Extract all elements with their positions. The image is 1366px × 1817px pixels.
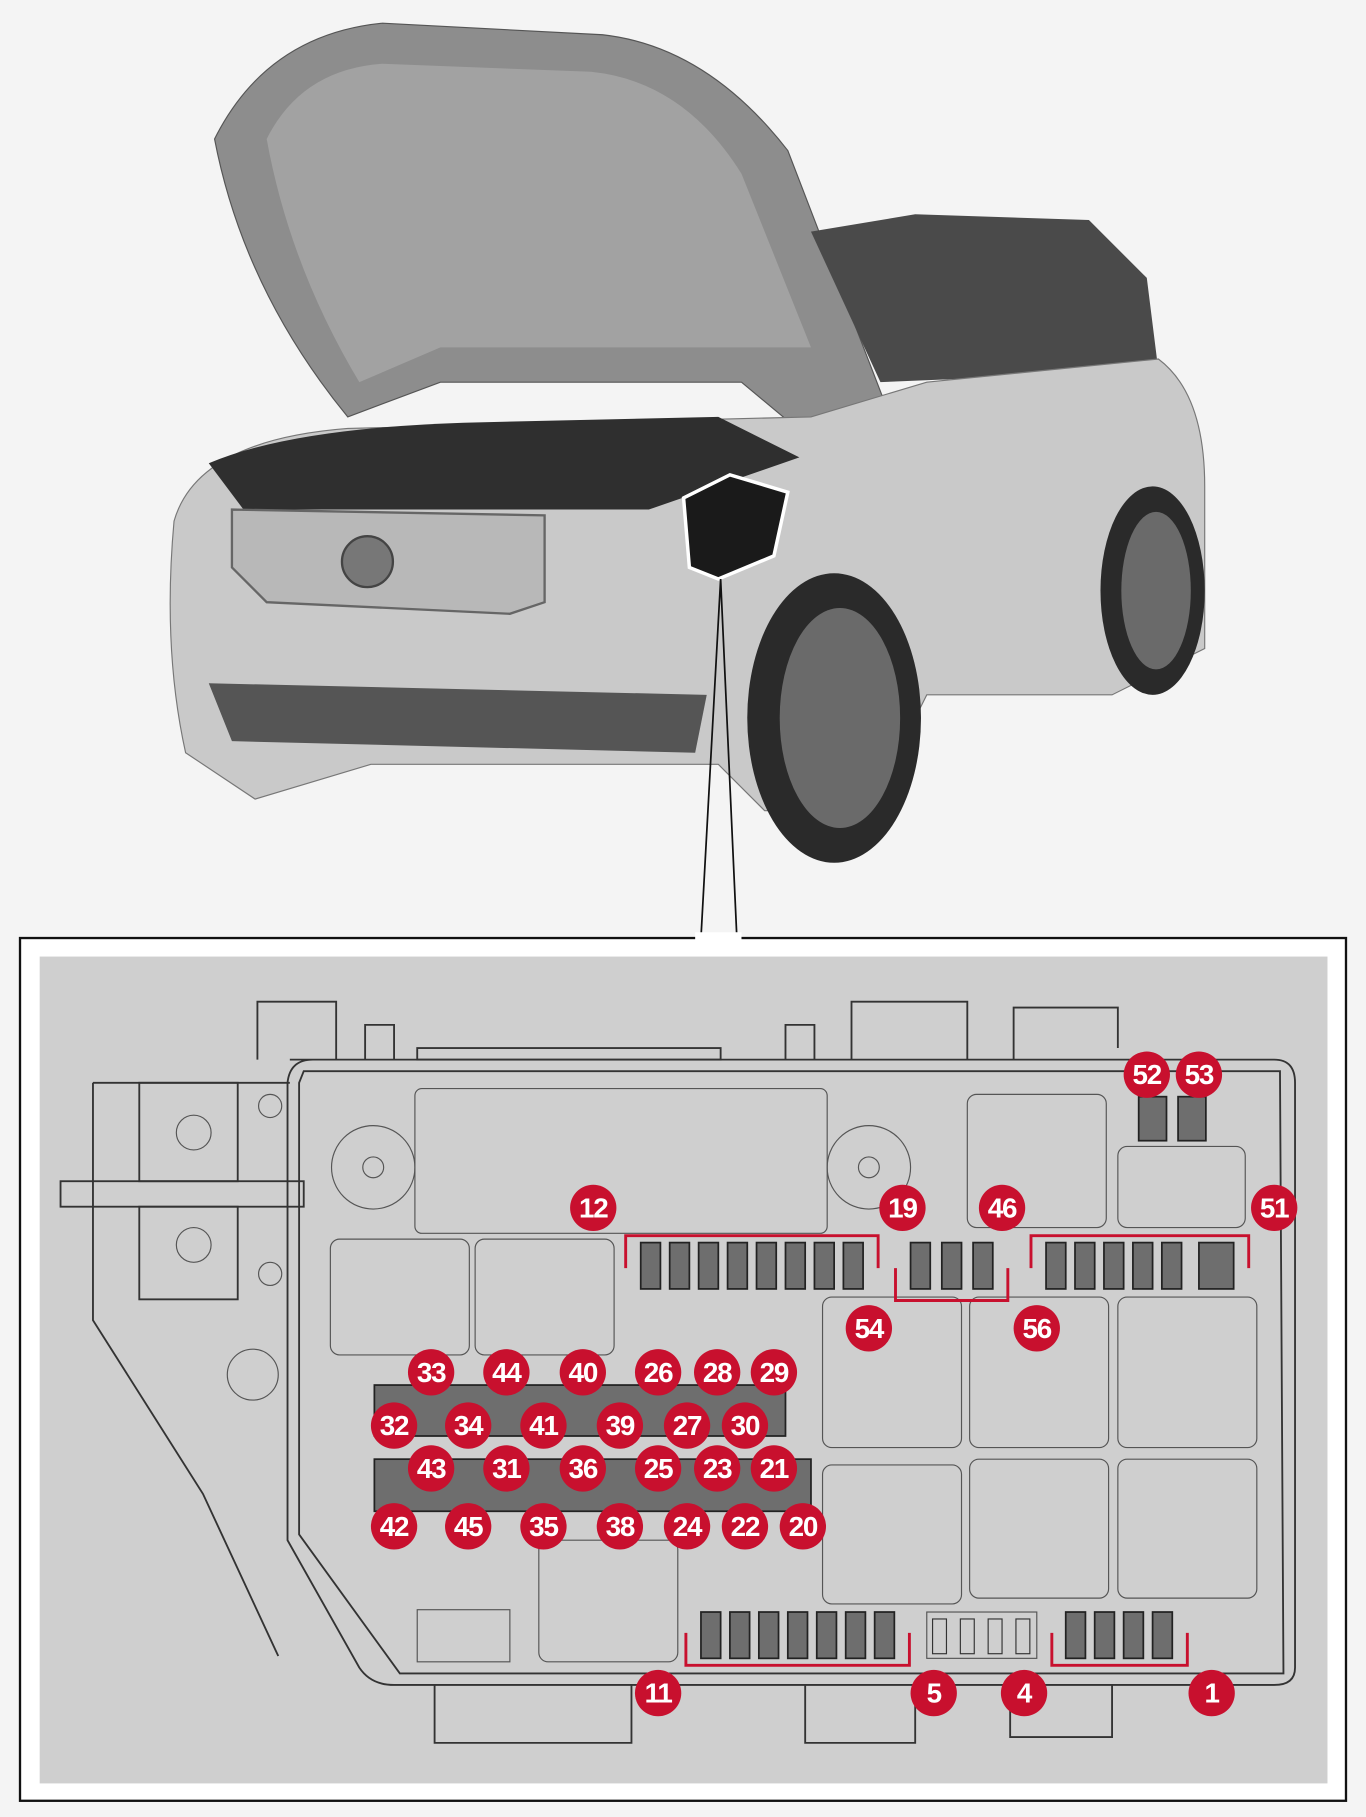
svg-text:41: 41 bbox=[529, 1410, 558, 1441]
callout-line bbox=[700, 578, 738, 939]
svg-text:11: 11 bbox=[645, 1678, 673, 1709]
badge-31: 31 bbox=[483, 1445, 530, 1492]
svg-text:39: 39 bbox=[606, 1410, 635, 1441]
badge-40: 40 bbox=[559, 1349, 606, 1396]
badge-28: 28 bbox=[694, 1349, 741, 1396]
svg-text:35: 35 bbox=[529, 1511, 558, 1542]
svg-text:36: 36 bbox=[569, 1453, 598, 1484]
group-brackets bbox=[624, 1234, 1251, 1667]
badge-34: 34 bbox=[445, 1402, 492, 1449]
badge-23: 23 bbox=[694, 1445, 741, 1492]
badge-51: 51 bbox=[1251, 1184, 1298, 1232]
svg-text:54: 54 bbox=[855, 1313, 885, 1344]
badge-53: 53 bbox=[1175, 1051, 1223, 1098]
svg-text:4: 4 bbox=[1017, 1678, 1033, 1709]
badge-5: 5 bbox=[910, 1669, 957, 1717]
svg-text:24: 24 bbox=[673, 1511, 703, 1542]
badge-33: 33 bbox=[407, 1349, 455, 1396]
badge-19: 19 bbox=[879, 1184, 926, 1232]
svg-text:33: 33 bbox=[417, 1357, 446, 1388]
car-roof-windows bbox=[810, 214, 1159, 383]
svg-text:53: 53 bbox=[1185, 1059, 1214, 1090]
badge-54: 54 bbox=[845, 1305, 893, 1352]
badge-35: 35 bbox=[520, 1503, 567, 1550]
badge-30: 30 bbox=[721, 1402, 769, 1449]
badge-42: 42 bbox=[370, 1503, 418, 1550]
svg-text:29: 29 bbox=[760, 1357, 789, 1388]
svg-text:42: 42 bbox=[380, 1511, 409, 1542]
badge-11: 11 bbox=[634, 1669, 682, 1717]
badge-39: 39 bbox=[596, 1402, 644, 1449]
badge-45: 45 bbox=[445, 1503, 492, 1550]
svg-text:44: 44 bbox=[492, 1357, 522, 1388]
svg-text:30: 30 bbox=[731, 1410, 760, 1441]
svg-text:56: 56 bbox=[1022, 1313, 1051, 1344]
svg-text:45: 45 bbox=[454, 1511, 483, 1542]
svg-text:20: 20 bbox=[789, 1511, 818, 1542]
svg-text:23: 23 bbox=[703, 1453, 732, 1484]
svg-text:25: 25 bbox=[644, 1453, 673, 1484]
svg-text:21: 21 bbox=[760, 1453, 789, 1484]
badge-26: 26 bbox=[634, 1349, 682, 1396]
svg-text:5: 5 bbox=[927, 1678, 942, 1709]
badge-44: 44 bbox=[483, 1349, 530, 1396]
badge-25: 25 bbox=[634, 1445, 682, 1492]
badge-24: 24 bbox=[663, 1503, 711, 1550]
svg-text:32: 32 bbox=[380, 1410, 409, 1441]
svg-text:43: 43 bbox=[417, 1453, 446, 1484]
badge-38: 38 bbox=[596, 1503, 644, 1550]
car-illustration bbox=[169, 22, 1206, 939]
fuse-number-badges: 12 19 46 51 52 53 54 56 33 44 40 26 28 2… bbox=[370, 1051, 1298, 1717]
svg-text:22: 22 bbox=[731, 1511, 760, 1542]
svg-text:38: 38 bbox=[606, 1511, 635, 1542]
badge-27: 27 bbox=[663, 1402, 711, 1449]
badge-36: 36 bbox=[559, 1445, 606, 1492]
svg-text:19: 19 bbox=[888, 1192, 917, 1223]
fuse-box-outline bbox=[59, 1000, 1296, 1744]
badge-1: 1 bbox=[1188, 1669, 1235, 1717]
svg-text:1: 1 bbox=[1205, 1678, 1220, 1709]
volvo-logo bbox=[340, 535, 395, 589]
badge-4: 4 bbox=[1000, 1669, 1048, 1717]
badge-32: 32 bbox=[370, 1402, 418, 1449]
badge-56: 56 bbox=[1013, 1305, 1060, 1352]
badge-12: 12 bbox=[570, 1184, 617, 1232]
svg-text:34: 34 bbox=[454, 1410, 484, 1441]
badge-20: 20 bbox=[779, 1503, 827, 1550]
svg-text:26: 26 bbox=[644, 1357, 673, 1388]
svg-text:51: 51 bbox=[1260, 1192, 1289, 1223]
badge-22: 22 bbox=[721, 1503, 769, 1550]
car-engine-bay bbox=[208, 416, 800, 510]
svg-text:28: 28 bbox=[703, 1357, 732, 1388]
svg-text:12: 12 bbox=[579, 1192, 608, 1223]
badge-46: 46 bbox=[978, 1184, 1026, 1232]
badge-21: 21 bbox=[750, 1445, 798, 1492]
svg-text:27: 27 bbox=[673, 1410, 702, 1441]
svg-text:52: 52 bbox=[1133, 1059, 1162, 1090]
badge-41: 41 bbox=[520, 1402, 567, 1449]
svg-text:46: 46 bbox=[988, 1192, 1017, 1223]
badge-43: 43 bbox=[407, 1445, 455, 1492]
svg-text:40: 40 bbox=[569, 1357, 598, 1388]
fuse-box-highlight bbox=[681, 472, 790, 581]
svg-text:31: 31 bbox=[492, 1453, 521, 1484]
badge-29: 29 bbox=[750, 1349, 798, 1396]
badge-52: 52 bbox=[1123, 1051, 1170, 1098]
